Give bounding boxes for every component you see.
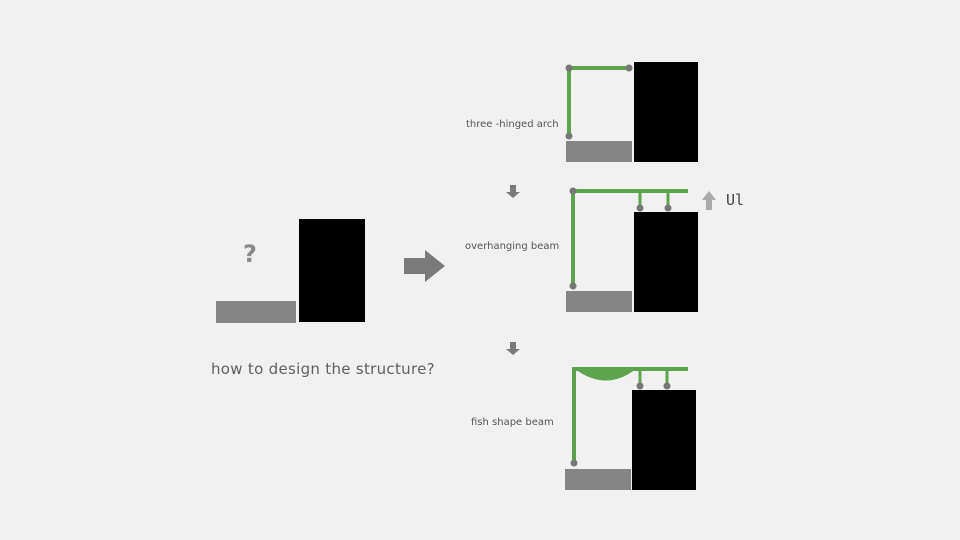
hinge-icon bbox=[570, 459, 578, 467]
right-arrow-icon bbox=[404, 250, 445, 282]
problem-sketch bbox=[216, 219, 365, 323]
down-arrow-icon bbox=[506, 185, 520, 198]
main-caption: how to design the structure? bbox=[211, 360, 435, 378]
up-arrow-icon bbox=[702, 191, 716, 210]
hinge-icon bbox=[664, 204, 672, 212]
arch-frame bbox=[567, 66, 629, 136]
building-block bbox=[634, 212, 698, 312]
ground-slab bbox=[566, 141, 632, 162]
question-mark: ? bbox=[243, 240, 257, 268]
hinge-icon bbox=[569, 187, 577, 195]
hinge-icon bbox=[569, 282, 577, 290]
hinge-icon bbox=[625, 64, 633, 72]
building-block bbox=[634, 62, 698, 162]
down-arrow-icon bbox=[506, 342, 520, 355]
hinge-icon bbox=[663, 382, 671, 390]
option-three-hinged-arch bbox=[565, 62, 698, 162]
option-fish-shape-beam bbox=[565, 367, 696, 490]
uplift-annotation: Ul bbox=[726, 191, 745, 209]
option-label-overhanging-beam: overhanging beam bbox=[465, 241, 560, 252]
building-block bbox=[632, 390, 696, 490]
hinge-icon bbox=[636, 204, 644, 212]
hinge-icon bbox=[565, 132, 573, 140]
ground-slab bbox=[565, 469, 631, 490]
beam-frame bbox=[572, 367, 688, 463]
ground-slab bbox=[566, 291, 632, 312]
building-block bbox=[299, 219, 365, 322]
option-label-fish-shape-beam: fish shape beam bbox=[471, 417, 554, 428]
hinge-icon bbox=[565, 64, 573, 72]
option-overhanging-beam bbox=[566, 187, 716, 312]
ground-slab bbox=[216, 301, 296, 323]
hinge-icon bbox=[636, 382, 644, 390]
fish-belly bbox=[575, 369, 636, 381]
option-label-three-hinged-arch: three -hinged arch bbox=[466, 119, 559, 130]
